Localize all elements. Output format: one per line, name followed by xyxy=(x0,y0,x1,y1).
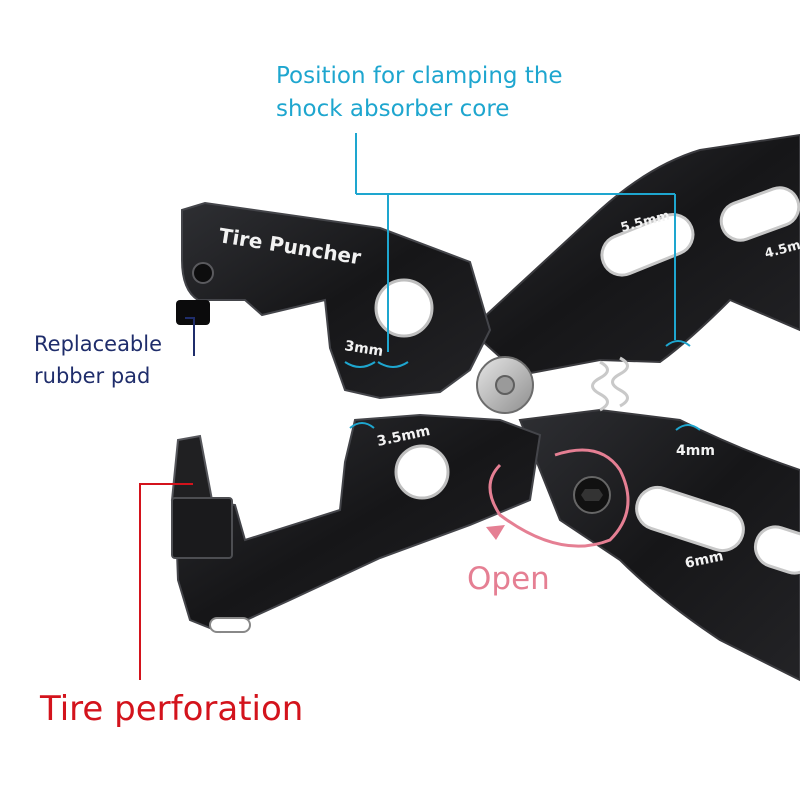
open-arc-arrow xyxy=(488,448,630,548)
rubber-pad-callout-line xyxy=(185,317,195,356)
lower-jaw-hole xyxy=(394,444,450,500)
tire-perforation-label: Tire perforation xyxy=(40,689,304,729)
tire-punch-cone xyxy=(170,434,214,501)
lower-jaw-bottom-slot xyxy=(209,617,251,633)
clamp-position-label: Position for clamping the shock absorber… xyxy=(276,60,563,126)
rubber-pad xyxy=(176,300,210,325)
clamp-position-line-1: Position for clamping the xyxy=(276,63,563,89)
clamp-callout-lines xyxy=(344,133,701,431)
size-4mm: 4mm xyxy=(676,443,715,459)
open-label: Open xyxy=(467,561,550,597)
rubber-pad-screw xyxy=(192,262,214,284)
perforation-callout-line xyxy=(139,483,193,680)
rubber-pad-label: Replaceable rubber pad xyxy=(34,328,162,392)
size-3mm: 3mm xyxy=(343,338,384,360)
upper-handle-slot-2 xyxy=(719,186,800,242)
clamp-position-line-2: shock absorber core xyxy=(276,96,510,122)
size-6mm: 6mm xyxy=(684,548,725,572)
rubber-pad-line-2: rubber pad xyxy=(34,364,151,388)
tire-punch-base xyxy=(171,497,233,559)
upper-jaw xyxy=(181,201,492,400)
return-spring xyxy=(591,356,629,412)
rubber-pad-line-1: Replaceable xyxy=(34,332,163,356)
upper-handle-slot-1 xyxy=(600,213,695,277)
lower-handle-slot-1 xyxy=(635,485,745,553)
upper-jaw-hole xyxy=(374,278,434,338)
